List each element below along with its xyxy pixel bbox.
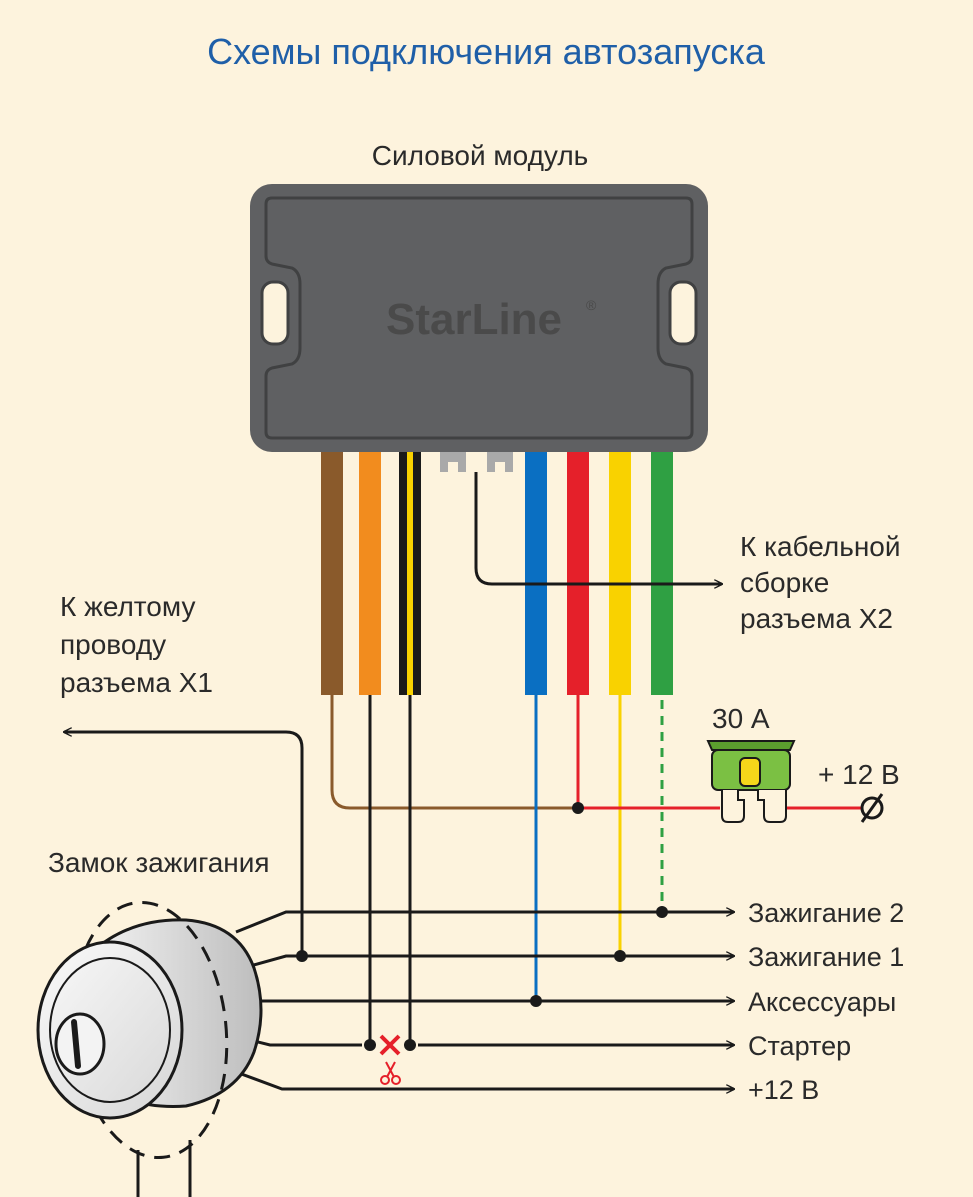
cable-to-x2 xyxy=(474,472,722,584)
wire-orange xyxy=(359,452,381,695)
fuse-rating: 30 А xyxy=(712,703,770,734)
ground-terminal-icon xyxy=(860,793,884,823)
output-label-starter: Стартер xyxy=(748,1031,851,1061)
line-plus12 xyxy=(235,1070,734,1089)
x1-label-line2: проводу xyxy=(60,629,166,660)
x2-label-line2: сборке xyxy=(740,567,829,598)
mounting-slot-right xyxy=(668,280,698,346)
junction-dot xyxy=(572,802,584,814)
junction-dot xyxy=(404,1039,416,1051)
junction-dot xyxy=(656,906,668,918)
registered-mark: ® xyxy=(586,297,597,313)
junction-dot xyxy=(364,1039,376,1051)
brand-logo: StarLine xyxy=(386,295,562,344)
wire-blue xyxy=(525,452,547,695)
output-label-accessories: Аксессуары xyxy=(748,987,896,1017)
junction-dot xyxy=(614,950,626,962)
ignition-switch-label: Замок зажигания xyxy=(48,847,270,878)
wire-green xyxy=(651,452,673,695)
wire-red xyxy=(567,452,589,695)
mounting-slot-left xyxy=(260,280,290,346)
page-title: Схемы подключения автозапуска xyxy=(207,31,766,72)
connector-tab xyxy=(487,452,513,472)
junction-dot xyxy=(296,950,308,962)
x1-label-line3: разъема X1 xyxy=(60,667,213,698)
wire-to-x1 xyxy=(64,732,304,956)
plus12-label: + 12 В xyxy=(818,759,900,790)
connector-tab xyxy=(440,452,466,472)
output-label-ignition-2: Зажигание 2 xyxy=(748,898,904,928)
fuse-icon xyxy=(706,740,796,823)
scissors-icon xyxy=(380,1061,401,1085)
brown-thin-wire xyxy=(330,695,578,810)
ignition-switch-icon xyxy=(36,900,263,1197)
x2-label-line1: К кабельной xyxy=(740,531,901,562)
x1-label-line1: К желтому xyxy=(60,591,195,622)
power-module: StarLine ® xyxy=(250,184,708,472)
output-label-plus12: +12 В xyxy=(748,1075,819,1105)
x2-label-line3: разъема X2 xyxy=(740,603,893,634)
wire-yellow xyxy=(609,452,631,695)
line-ignition-2 xyxy=(235,912,734,934)
cut-marker-icon xyxy=(379,1034,401,1056)
line-ignition-1 xyxy=(249,956,734,968)
output-label-ignition-1: Зажигание 1 xyxy=(748,942,904,972)
module-caption: Силовой модуль xyxy=(372,140,589,171)
wire-brown xyxy=(321,452,343,695)
line-starter-left xyxy=(249,1038,362,1047)
junction-dot xyxy=(530,995,542,1007)
